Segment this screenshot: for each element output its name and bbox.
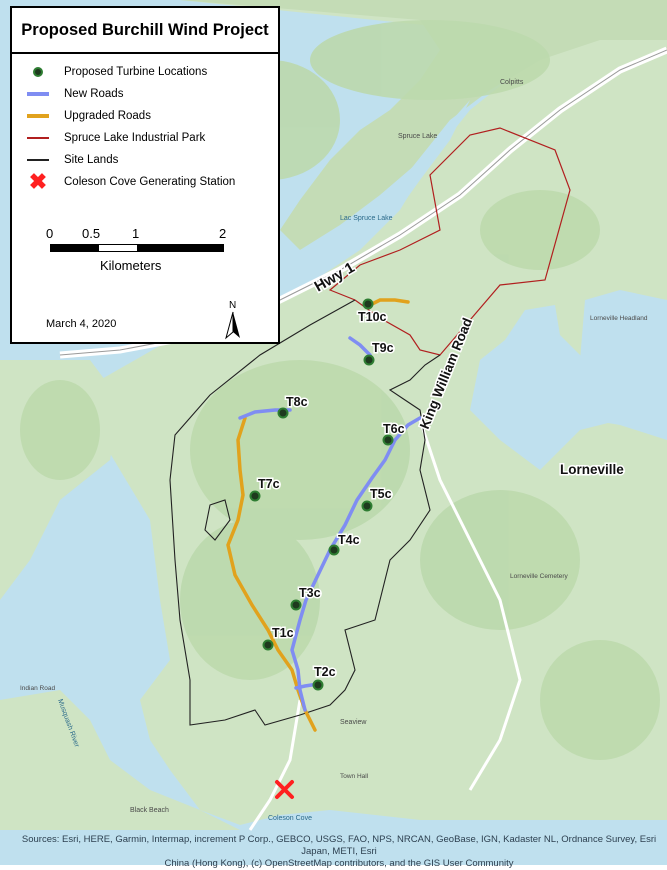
turbine-t6c	[382, 434, 394, 446]
legend-item-new-roads: New Roads	[22, 85, 123, 103]
black-beach-label: Black Beach	[130, 807, 169, 814]
spruce-lake-label: Spruce Lake	[398, 133, 437, 140]
coleson-cove-station-marker	[275, 780, 294, 799]
town-hall-label: Town Hall	[340, 773, 369, 780]
legend-label: Coleson Cove Generating Station	[64, 176, 236, 188]
legend-item-coleson-cove: ✖ Coleson Cove Generating Station	[22, 169, 236, 194]
legend-item-site-lands: Site Lands	[22, 151, 118, 169]
legend-panel: Proposed Burchill Wind Project Proposed …	[10, 6, 280, 344]
turbine-label: T2c	[314, 665, 336, 679]
attribution-line: Sources: Esri, HERE, Garmin, Intermap, i…	[21, 834, 657, 857]
turbine-t8c	[277, 407, 289, 419]
black-line-icon	[27, 159, 49, 161]
scale-tick: 0.5	[82, 226, 101, 241]
turbine-label: T10c	[358, 310, 387, 324]
scale-bar-segment	[138, 244, 224, 252]
legend-label: Site Lands	[64, 154, 119, 166]
east-inlet	[560, 290, 667, 440]
site-lands-boundary	[169, 299, 441, 726]
land-north-shore	[180, 0, 667, 250]
turbine-label: T1c	[272, 626, 294, 640]
blue-line-icon	[27, 92, 49, 96]
scale-bar-segment	[50, 244, 98, 252]
attribution-line: China (Hong Kong), (c) OpenStreetMap con…	[164, 858, 514, 869]
industrial-park-boundary	[328, 127, 571, 356]
turbine-t1c	[262, 639, 274, 651]
upgraded-road-north	[368, 298, 410, 307]
local-road-coastal	[418, 419, 522, 791]
orange-line-icon	[27, 114, 49, 118]
turbine-t10c	[362, 298, 374, 310]
scale-tick: 0	[46, 226, 54, 241]
turbine-label: T4c	[338, 533, 360, 547]
lorneville-label: Lorneville	[560, 462, 624, 477]
legend-item-turbines: Proposed Turbine Locations	[22, 63, 207, 81]
turbine-dot-icon	[33, 67, 43, 77]
scale-tick: 1	[132, 226, 140, 241]
land-southwest	[0, 690, 240, 830]
colpitts-label: Colpitts	[500, 79, 524, 86]
turbine-label: T8c	[286, 395, 308, 409]
lorneville-headland-label: Lorneville Headland	[590, 315, 648, 322]
site-lands-notch	[204, 499, 231, 541]
north-label: N	[229, 300, 236, 311]
turbine-labels: T1c T2c T3c T4c T5c T6c T7c T8c T9c T10c	[257, 309, 407, 681]
coleson-cove-label: Coleson Cove	[268, 815, 312, 822]
map-date: March 4, 2020	[46, 318, 117, 330]
north-arrow-icon: N	[225, 300, 240, 340]
spruce-lake	[300, 100, 470, 270]
legend-label: Proposed Turbine Locations	[64, 66, 208, 78]
lorneville-cemetery-label: Lorneville Cemetery	[510, 573, 569, 580]
turbine-markers	[249, 298, 394, 691]
turbine-label: T5c	[370, 487, 392, 501]
turbine-label: T7c	[258, 477, 280, 491]
legend-item-industrial-park: Spruce Lake Industrial Park	[22, 129, 205, 147]
legend-item-upgraded-roads: Upgraded Roads	[22, 107, 151, 125]
indian-road-label: Indian Road	[20, 685, 55, 692]
local-road-south	[248, 699, 302, 831]
turbine-label: T9c	[372, 341, 394, 355]
turbine-label: T6c	[383, 422, 405, 436]
legend-label: Upgraded Roads	[64, 110, 151, 122]
turbine-t2c	[312, 679, 324, 691]
red-line-icon	[27, 137, 49, 139]
red-x-icon: ✖	[28, 169, 48, 194]
turbine-t3c	[290, 599, 302, 611]
scale-bar-segment	[98, 244, 138, 252]
scale-unit-label: Kilometers	[100, 258, 162, 273]
turbine-t4c	[328, 544, 340, 556]
legend-label: New Roads	[64, 88, 124, 100]
new-road-t9	[348, 336, 372, 357]
attribution-text: Sources: Esri, HERE, Garmin, Intermap, i…	[14, 834, 664, 870]
turbine-label: T3c	[299, 586, 321, 600]
lac-spruce-label: Lac Spruce Lake	[340, 215, 393, 222]
legend-label: Spruce Lake Industrial Park	[64, 132, 206, 144]
map-title: Proposed Burchill Wind Project	[12, 8, 278, 54]
turbine-t5c	[361, 500, 373, 512]
turbine-t9c	[363, 354, 375, 366]
seaview-label: Seaview	[340, 719, 367, 726]
scale-tick: 2	[219, 226, 227, 241]
turbine-t7c	[249, 490, 261, 502]
